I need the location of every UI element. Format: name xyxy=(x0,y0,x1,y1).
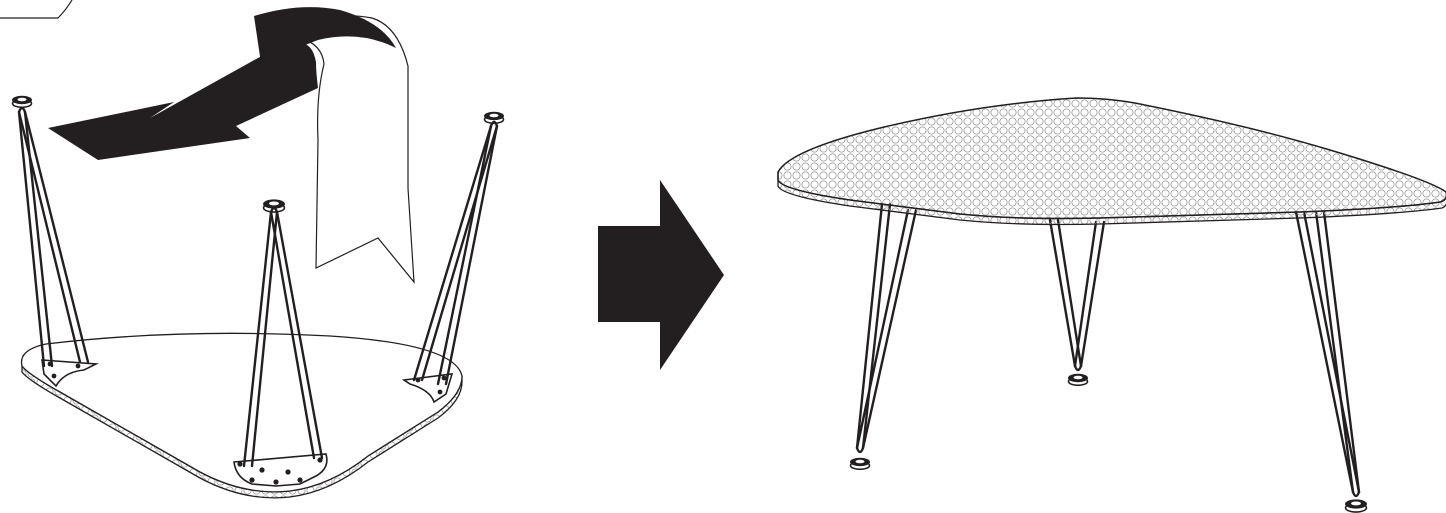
leg-back-right xyxy=(412,111,505,386)
foot-pad xyxy=(1067,373,1089,387)
leg-rod xyxy=(855,208,910,450)
mounting-plate-right xyxy=(401,373,454,404)
hairpin-legs-upside-down xyxy=(11,95,505,468)
leg-front-right xyxy=(1294,210,1368,513)
leg-rod xyxy=(1314,210,1355,494)
leg-rod xyxy=(275,210,324,460)
tabletop-upside-down xyxy=(20,332,463,499)
leg-rod xyxy=(1056,218,1083,368)
leg-rod xyxy=(1079,220,1106,368)
foot-pad xyxy=(262,199,286,213)
leg-rod xyxy=(861,208,918,450)
step-after-illustration xyxy=(777,97,1446,513)
step-before-illustration xyxy=(11,7,505,499)
flip-arrow-icon xyxy=(48,7,415,284)
leg-bend xyxy=(1351,491,1361,498)
leg-rod xyxy=(1294,210,1355,494)
leg-rod xyxy=(242,210,273,468)
leg-rod xyxy=(1048,218,1077,368)
leg-rod xyxy=(1073,220,1098,368)
foot-pad xyxy=(849,457,871,471)
foot-pad xyxy=(483,111,505,125)
leg-bend xyxy=(1073,365,1083,372)
right-arrow-icon xyxy=(598,180,724,370)
foot-pad xyxy=(1344,499,1368,513)
leg-rod xyxy=(1322,210,1361,494)
foot-pad xyxy=(11,95,33,109)
leg-rod xyxy=(420,124,499,382)
leg-rod xyxy=(23,110,90,364)
tabletop-upright xyxy=(777,97,1446,226)
hairpin-legs-upright xyxy=(849,202,1368,513)
leg-rod xyxy=(17,110,46,368)
mounting-plate-front xyxy=(233,453,328,487)
leg-front-left xyxy=(849,202,918,471)
leg-rod xyxy=(861,202,892,450)
panel-corner-fragment xyxy=(0,0,73,19)
leg-rod xyxy=(250,210,279,468)
leg-rod xyxy=(436,124,493,386)
leg-rod xyxy=(444,124,499,386)
leg-rod xyxy=(269,210,316,460)
leg-back-left xyxy=(11,95,90,368)
leg-back-middle xyxy=(1048,218,1106,387)
leg-bend xyxy=(855,447,865,454)
leg-rod xyxy=(412,124,493,382)
leg-rod xyxy=(17,110,82,364)
leg-rod xyxy=(855,202,884,450)
mounting-plate-left xyxy=(41,359,99,388)
leg-bend xyxy=(17,106,27,113)
leg-bend xyxy=(489,120,499,127)
leg-rod xyxy=(1302,210,1361,494)
leg-front xyxy=(242,199,324,468)
